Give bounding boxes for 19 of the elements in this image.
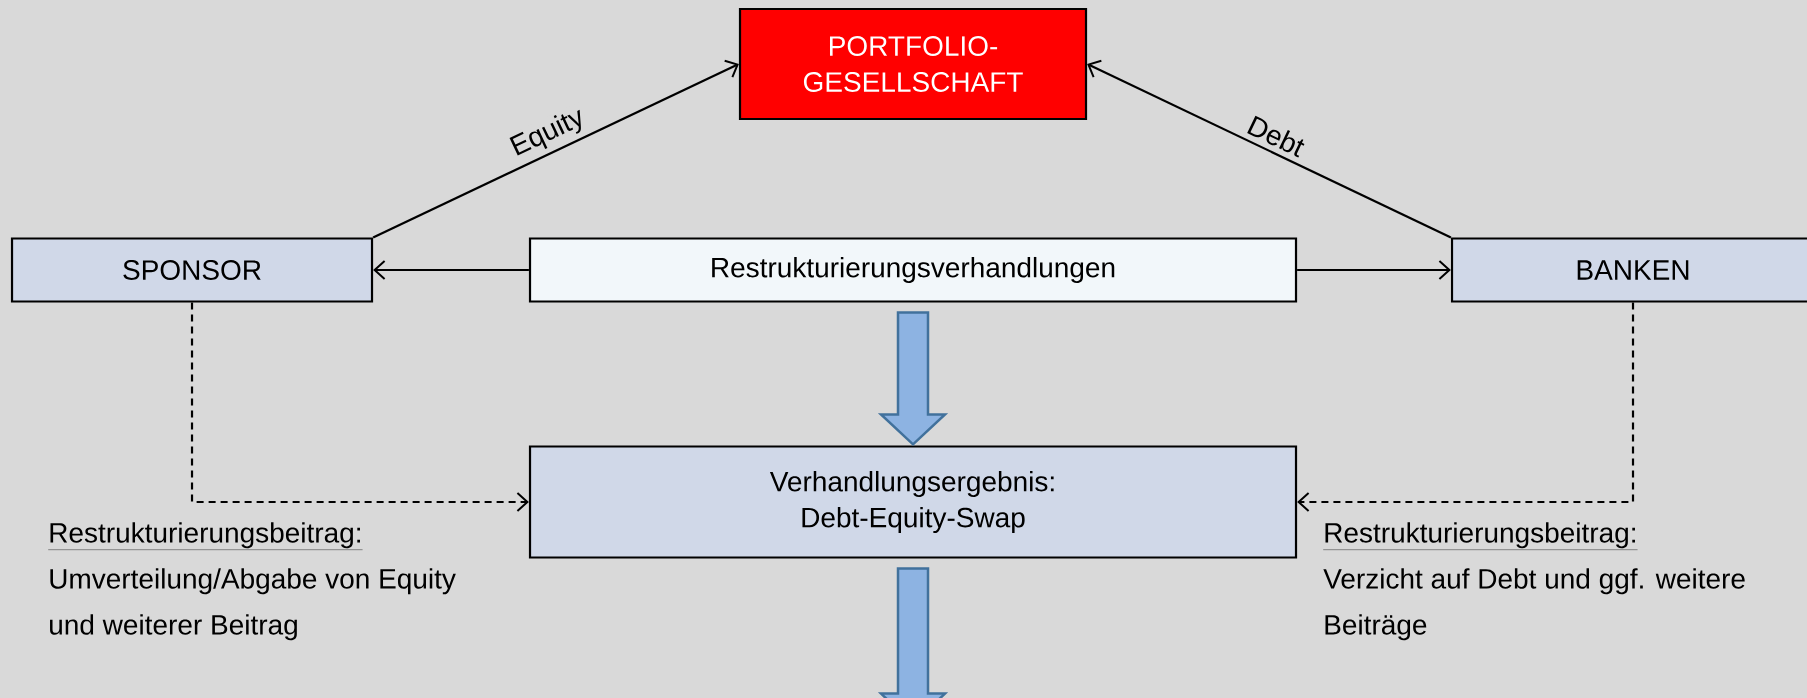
- arrow: [1297, 260, 1451, 280]
- edge-label: Equity: [504, 102, 592, 165]
- annotation-text: Umverteilung/Abgabe von Equity und weiterer Beitrag: [50, 568, 456, 641]
- process-box: Restrukturierungsverhandlungen: [528, 237, 1298, 303]
- annotation-heading: Restrukturierungsbeitrag:: [48, 522, 363, 550]
- process-box: Verhandlungsergebnis: Debt-Equity-Swap: [528, 445, 1298, 559]
- process-box: PORTFOLIO- GESELLSCHAFT: [738, 7, 1088, 121]
- edge-label: Debt: [1242, 111, 1310, 161]
- block-arrow: [877, 311, 949, 447]
- arrow: [1297, 302, 1635, 512]
- annotation-text: Verzicht auf Debt und ggf. weitere Beiträge: [1323, 568, 1745, 641]
- annotation-heading: Restrukturierungsbeitrag:: [1323, 522, 1638, 550]
- block-arrow: [877, 567, 949, 698]
- arrow: [190, 302, 529, 512]
- arrow: [1087, 59, 1452, 239]
- arrow: [373, 260, 529, 280]
- process-box: SPONSOR: [10, 237, 374, 303]
- process-box: BANKEN: [1450, 237, 1807, 303]
- arrow: [372, 59, 739, 239]
